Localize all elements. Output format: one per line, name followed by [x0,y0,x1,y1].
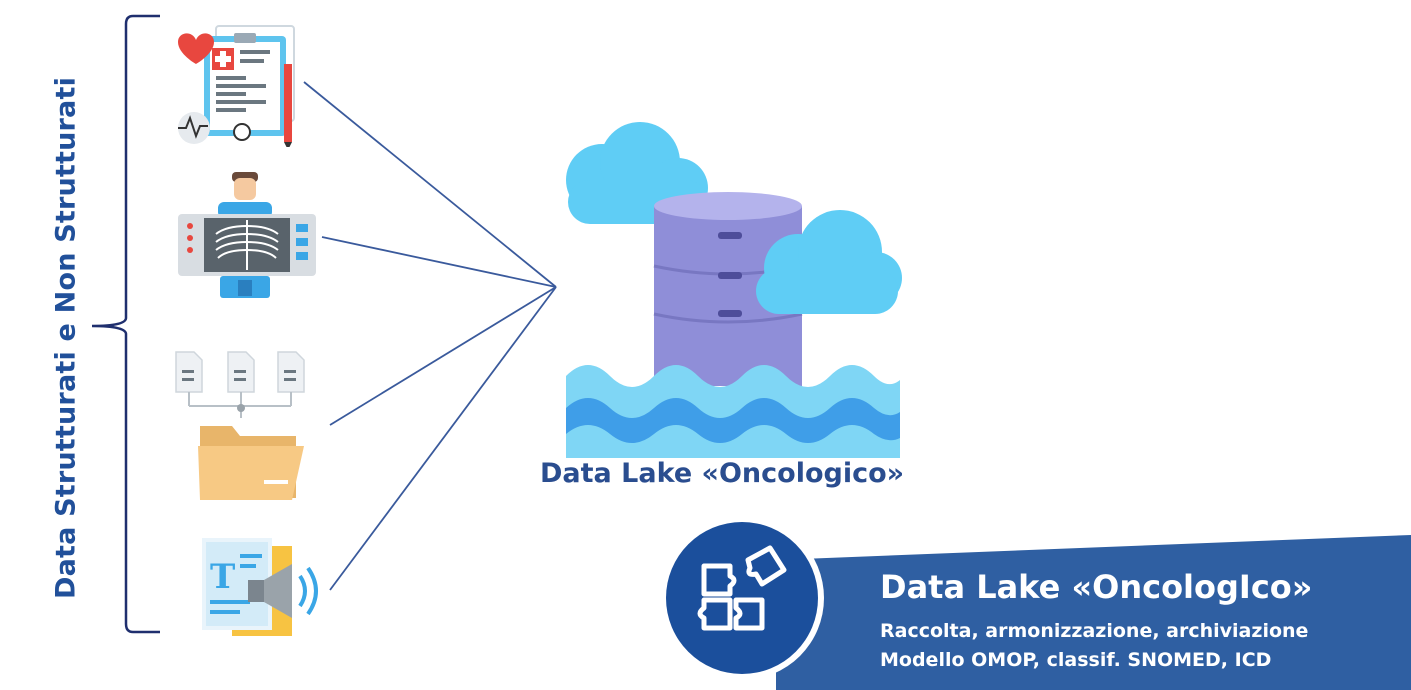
xray-icon [178,172,316,298]
banner-subtitle-2: Modello OMOP, classif. SNOMED, ICD [880,649,1272,671]
file-folder-icon [175,351,305,500]
cloud-icon [756,210,902,314]
connector-line-3 [329,286,557,426]
database-icon [566,122,902,458]
banner-title: Data Lake «OncologIco» [880,568,1313,606]
lake-title: Data Lake «Oncologico» [540,458,905,489]
text-audio-icon: T [202,538,318,636]
connector-line-1 [303,81,557,288]
svg-text:T: T [210,557,235,597]
banner-subtitle-1: Raccolta, armonizzazione, archiviazione [880,620,1309,642]
connector-line-2 [321,236,557,288]
connector-line-4 [329,286,557,591]
medical-record-icon [178,25,295,147]
